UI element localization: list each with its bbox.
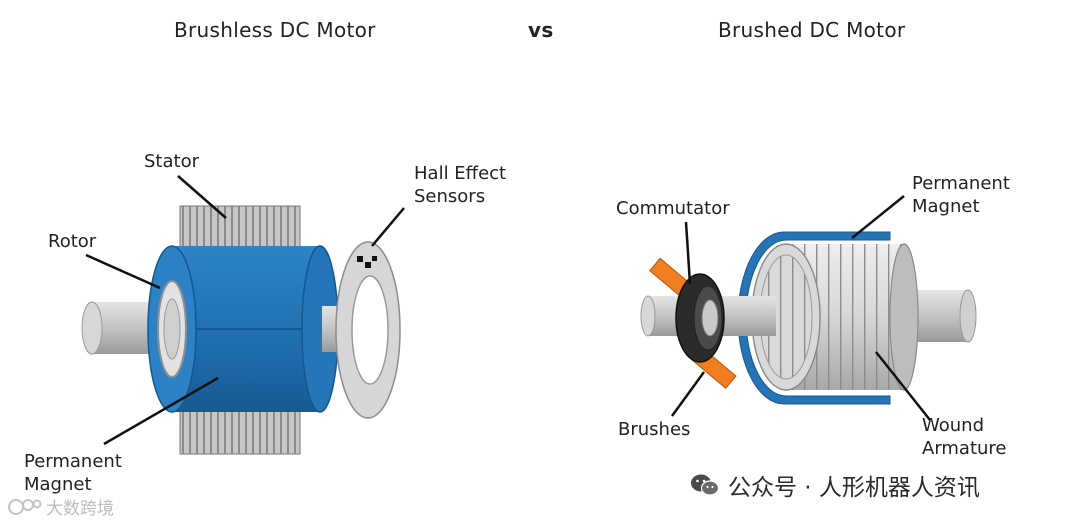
label-hall-line2: Sensors <box>414 186 486 207</box>
label-brushless-magnet-line2: Magnet <box>24 474 92 495</box>
label-commutator: Commutator <box>616 198 730 219</box>
stator-teeth-top <box>179 205 301 253</box>
wechat-watermark-text: 公众号 · 人形机器人资讯 <box>728 475 980 501</box>
label-hall-line1: Hall Effect <box>414 163 507 184</box>
stator-teeth-bottom <box>179 407 301 455</box>
label-rotor: Rotor <box>48 231 97 252</box>
title-vs: vs <box>528 18 554 42</box>
corner-watermark: 大数跨境 <box>8 494 114 519</box>
label-hall-sensors: Hall Effect Sensors <box>414 162 506 208</box>
brushed-leader-lines <box>670 195 931 421</box>
label-brushed-magnet-line2: Magnet <box>912 196 980 217</box>
label-stator: Stator <box>144 151 199 172</box>
label-armature-line1: Wound <box>922 415 984 436</box>
label-wound-armature: Wound Armature <box>922 414 1007 460</box>
wechat-icon <box>691 474 720 496</box>
title-brushless: Brushless DC Motor <box>174 18 376 42</box>
corner-watermark-text: 大数跨境 <box>46 499 114 519</box>
brushed-motor <box>640 231 977 405</box>
label-brushed-magnet-line1: Permanent <box>912 173 1010 194</box>
label-brushes: Brushes <box>618 419 691 440</box>
brushless-leader-lines <box>85 175 405 446</box>
logo-icon <box>8 498 42 515</box>
brushed-permanent-magnet <box>737 231 891 405</box>
wechat-watermark: 公众号 · 人形机器人资讯 <box>690 468 980 502</box>
label-armature-line2: Armature <box>922 438 1007 459</box>
title-brushed: Brushed DC Motor <box>718 18 906 42</box>
label-brushless-magnet-line1: Permanent <box>24 451 122 472</box>
label-brushless-magnet: Permanent Magnet <box>24 450 122 496</box>
brushless-motor <box>81 205 401 455</box>
label-brushed-magnet: Permanent Magnet <box>912 172 1010 218</box>
